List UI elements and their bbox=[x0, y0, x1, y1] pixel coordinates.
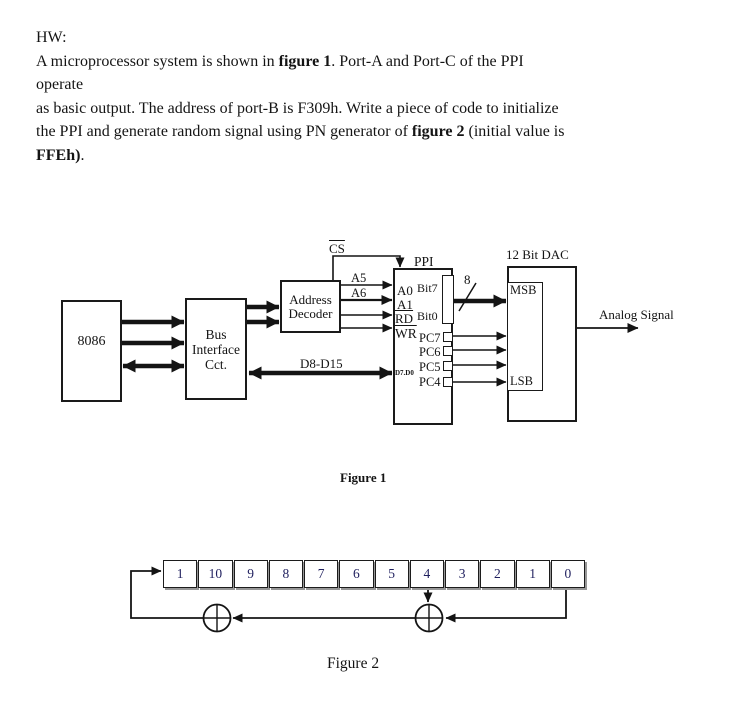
wr-pin-label: WR bbox=[395, 326, 417, 341]
a1-pin-label: A1 bbox=[397, 297, 413, 312]
cs-wire bbox=[332, 255, 405, 280]
register-cell-0: 0 bbox=[550, 560, 585, 588]
cpu-label: 8086 bbox=[77, 334, 106, 349]
pc6-label: PC6 bbox=[419, 345, 441, 359]
register-cell-6: 6 bbox=[339, 560, 374, 588]
msb-label: MSB bbox=[510, 283, 537, 297]
d8-d15-label: D8-D15 bbox=[300, 356, 343, 371]
pc4-label: PC4 bbox=[419, 375, 441, 389]
text-line-1: HW: bbox=[36, 29, 67, 46]
text-line-4: as basic output. The address of port-B i… bbox=[36, 99, 559, 117]
pc7-pin bbox=[443, 332, 453, 342]
pc5-label: PC5 bbox=[419, 360, 441, 374]
a6-signal-label: A6 bbox=[351, 286, 367, 300]
bus-label-1: Bus bbox=[205, 326, 227, 342]
ppi-porta-register bbox=[442, 275, 454, 324]
bus-label-3: Cct. bbox=[204, 356, 228, 372]
fb-entry-wire bbox=[130, 566, 204, 619]
ppi-title: PPI bbox=[414, 254, 434, 269]
bus-interface-block: Bus Interface Cct. bbox=[185, 298, 247, 400]
fb-tap0-wire bbox=[445, 589, 567, 623]
bus-width-label: 8 bbox=[464, 272, 471, 287]
pn-shift-register: 1 10 9 8 7 6 5 4 3 2 1 0 bbox=[163, 560, 585, 588]
cs-signal-label: CS bbox=[329, 241, 345, 256]
pc7-label: PC7 bbox=[419, 331, 441, 345]
a0-pin-label: A0 bbox=[397, 283, 413, 298]
text-line-2: A microprocessor system is shown in figu… bbox=[36, 52, 524, 70]
dac-title: 12 Bit DAC bbox=[506, 247, 569, 262]
figure2-caption: Figure 2 bbox=[327, 655, 380, 672]
bus-label-2: Interface bbox=[192, 341, 240, 357]
register-cell-5: 5 bbox=[374, 560, 409, 588]
analog-signal-label: Analog Signal bbox=[599, 307, 674, 322]
pc6-pin bbox=[443, 346, 453, 356]
rd-pin-label: RD bbox=[395, 311, 414, 326]
addr-label-2: Decoder bbox=[288, 305, 333, 321]
register-cell-1: 1 bbox=[515, 560, 550, 588]
register-cell-10: 10 bbox=[198, 560, 233, 588]
addr-label-1: Address bbox=[289, 291, 332, 307]
register-cell-4: 4 bbox=[409, 560, 444, 588]
text-line-6: FFEh). bbox=[36, 146, 85, 164]
register-cell-8: 8 bbox=[268, 560, 303, 588]
bit0-label: Bit0 bbox=[417, 309, 438, 323]
register-cell-7: 7 bbox=[304, 560, 339, 588]
bus-width-slash bbox=[458, 282, 477, 312]
figure1-caption: Figure 1 bbox=[340, 470, 387, 485]
register-cell-9: 9 bbox=[233, 560, 268, 588]
register-cell-11: 1 bbox=[163, 560, 198, 588]
pc5-pin bbox=[443, 361, 453, 371]
cpu-8086-block: 8086 bbox=[61, 300, 122, 402]
d7-d0-pin-label: D7.D0 bbox=[395, 369, 414, 377]
text-line-5: the PPI and generate random signal using… bbox=[36, 123, 565, 141]
register-cell-3: 3 bbox=[445, 560, 480, 588]
a5-signal-label: A5 bbox=[351, 271, 367, 285]
address-decoder-block: Address Decoder bbox=[280, 280, 341, 333]
pc4-pin bbox=[443, 377, 453, 387]
dac-input-register bbox=[507, 282, 543, 391]
lsb-label: LSB bbox=[510, 374, 533, 388]
problem-text: HW: A microprocessor system is shown in … bbox=[36, 26, 564, 168]
register-cell-2: 2 bbox=[480, 560, 515, 588]
text-line-3: operate bbox=[36, 76, 84, 94]
bit7-label: Bit7 bbox=[417, 281, 438, 295]
